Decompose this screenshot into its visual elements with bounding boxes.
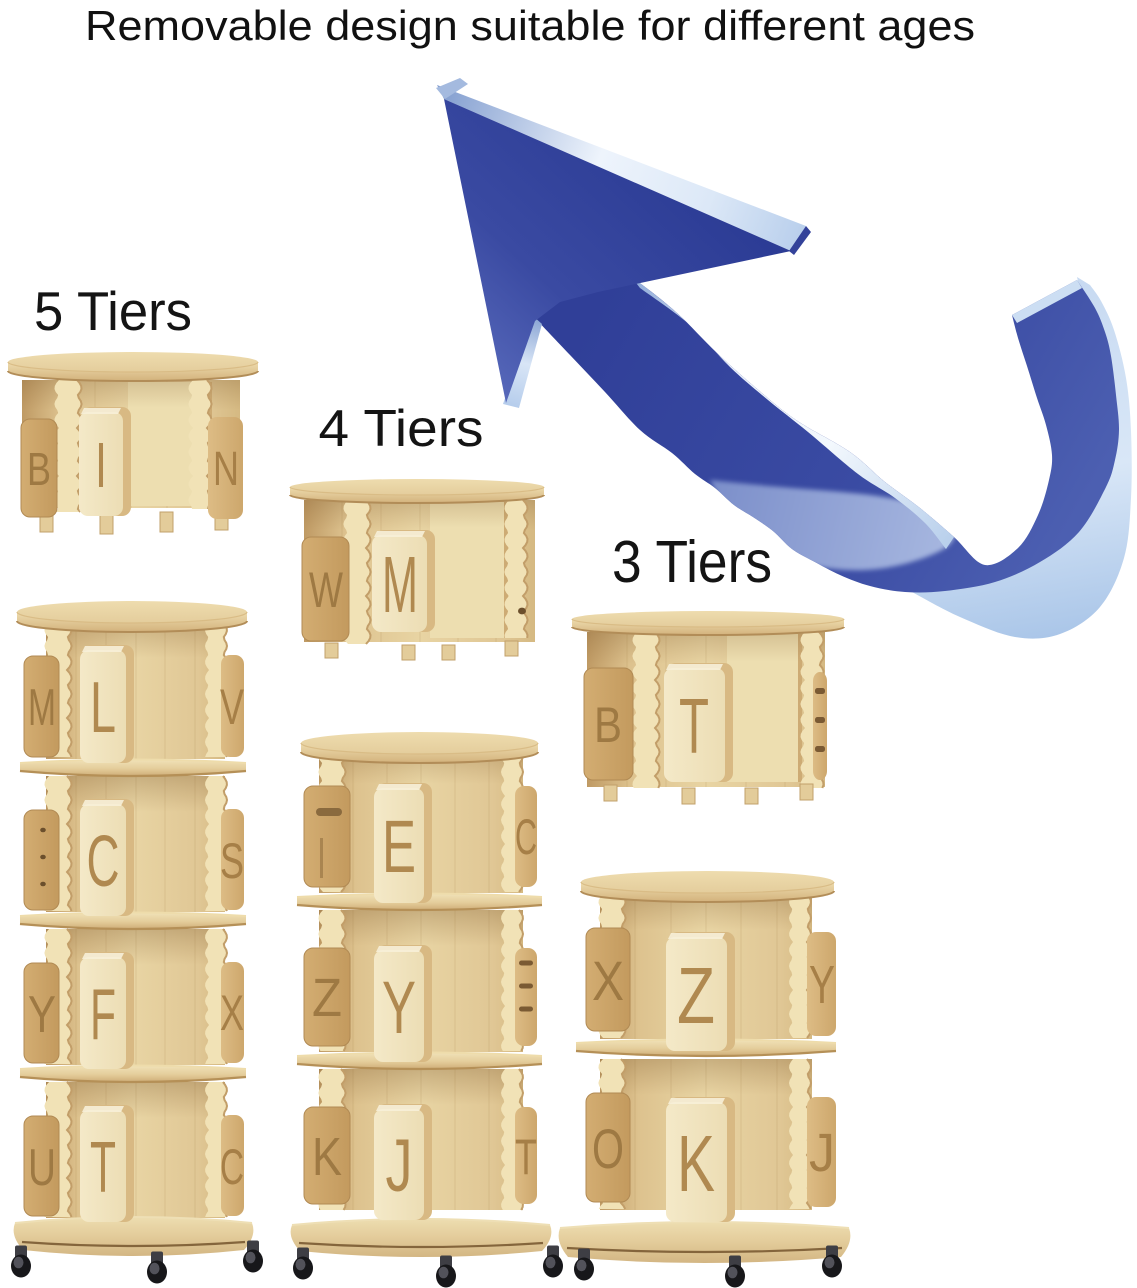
svg-text:B: B xyxy=(594,697,622,753)
svg-text:5 Tiers: 5 Tiers xyxy=(34,280,192,342)
svg-text:Removable design suitable for: Removable design suitable for different … xyxy=(85,2,975,49)
svg-text:N: N xyxy=(213,443,239,496)
svg-text:M: M xyxy=(382,540,418,629)
svg-text:E: E xyxy=(382,805,416,888)
svg-text:V: V xyxy=(220,679,244,735)
svg-text:S: S xyxy=(220,833,244,889)
svg-text:J: J xyxy=(386,1124,413,1207)
svg-text:K: K xyxy=(677,1119,715,1208)
svg-text:O: O xyxy=(592,1117,624,1180)
svg-text:C: C xyxy=(87,822,120,902)
svg-text:C: C xyxy=(515,809,537,865)
svg-text:4 Tiers: 4 Tiers xyxy=(319,400,484,458)
svg-text:Y: Y xyxy=(809,955,835,1015)
svg-text:U: U xyxy=(28,1139,56,1197)
svg-text:J: J xyxy=(809,1123,835,1183)
svg-text:L: L xyxy=(90,668,116,748)
svg-text:Z: Z xyxy=(677,951,715,1040)
svg-text:Y: Y xyxy=(28,986,56,1044)
svg-text:Y: Y xyxy=(382,966,416,1049)
svg-text:C: C xyxy=(220,1139,244,1195)
svg-text:3 Tiers: 3 Tiers xyxy=(612,529,772,595)
svg-text:X: X xyxy=(220,985,244,1041)
svg-text:Z: Z xyxy=(312,968,342,1028)
svg-text:B: B xyxy=(27,443,51,495)
svg-text:T: T xyxy=(679,682,709,770)
svg-text:I: I xyxy=(95,429,107,501)
svg-text:X: X xyxy=(592,949,624,1012)
svg-text:T: T xyxy=(90,1128,116,1208)
svg-text:W: W xyxy=(309,562,344,618)
svg-text:K: K xyxy=(312,1127,342,1187)
svg-text:M: M xyxy=(28,679,56,737)
svg-text:T: T xyxy=(515,1129,537,1185)
svg-text:F: F xyxy=(90,975,116,1055)
